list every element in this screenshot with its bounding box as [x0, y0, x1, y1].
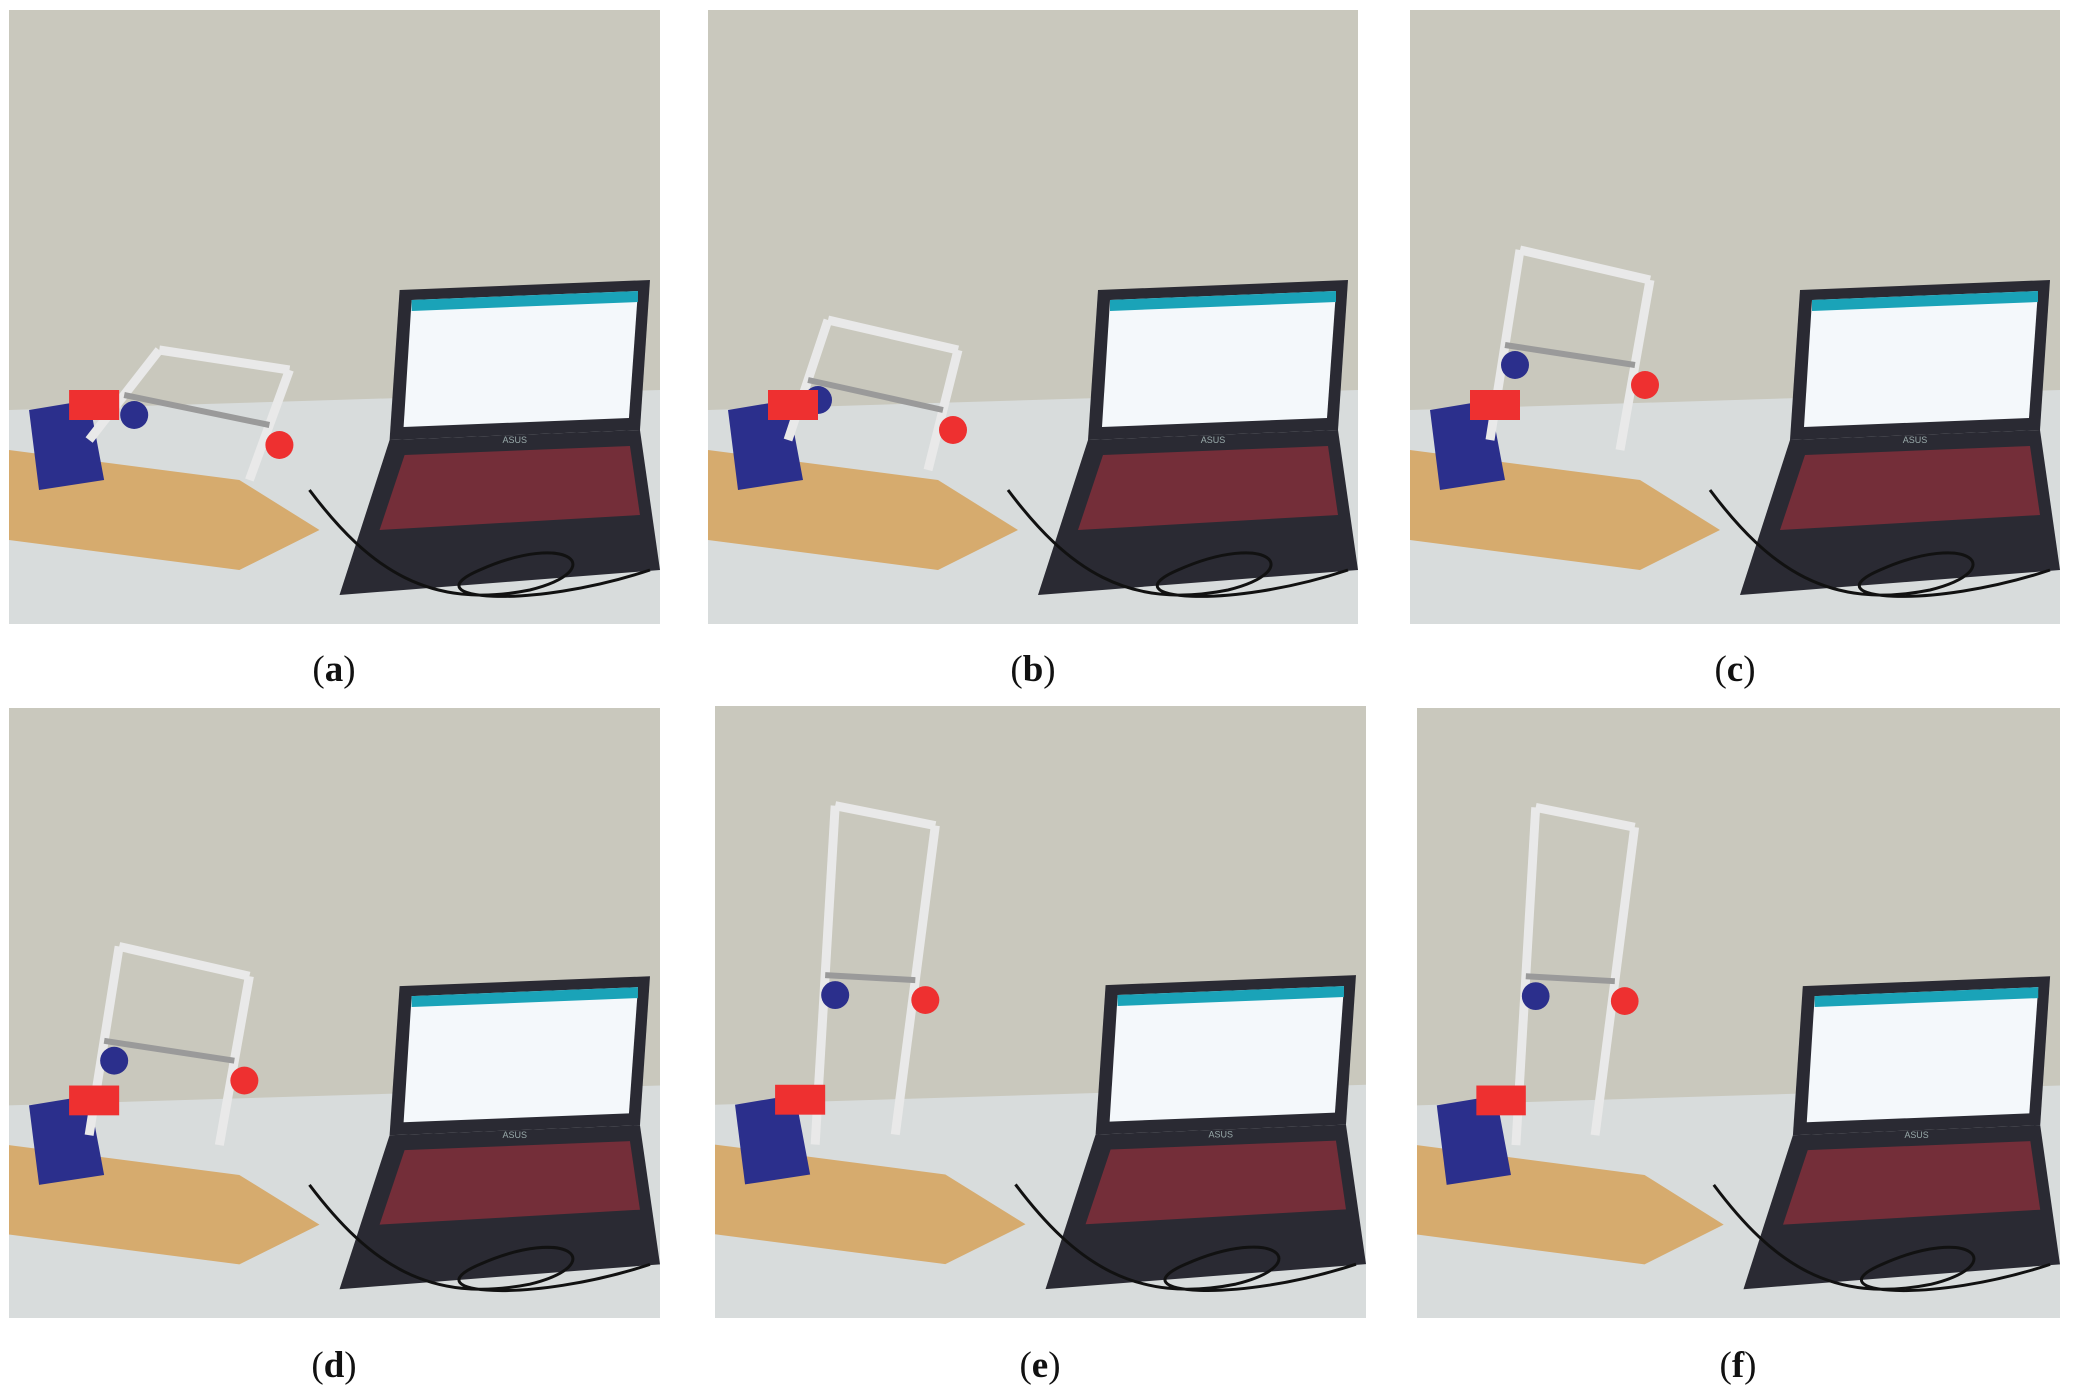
laptop-keyboard [1078, 446, 1338, 530]
photo-c: ASUS [1410, 10, 2060, 624]
blue-joint [100, 1046, 129, 1075]
blue-joint [120, 401, 149, 429]
photo-d: ASUS [9, 708, 660, 1318]
red-bracket [69, 1085, 120, 1116]
caption-f: (f) [1719, 1345, 1757, 1386]
caption-c: (c) [1714, 649, 1756, 690]
laptop-logo: ASUS [1201, 435, 1226, 445]
laptop-screen-header [1110, 291, 1336, 311]
laptop-screen [1806, 987, 2039, 1123]
laptop-screen-header [411, 987, 638, 1008]
laptop-keyboard [1780, 446, 2040, 530]
laptop: ASUS [1038, 280, 1358, 595]
photo-e: ASUS [715, 706, 1366, 1318]
laptop: ASUS [1045, 975, 1366, 1290]
arm-mid-rod [825, 972, 916, 984]
caption-a: (a) [312, 649, 356, 690]
photo-b: ASUS [708, 10, 1358, 624]
exoskeleton-arm [768, 315, 967, 472]
blue-mount [1430, 400, 1505, 490]
red-bracket [69, 390, 120, 420]
usb-cable [1014, 1183, 1357, 1292]
usb-cable [308, 1183, 651, 1293]
laptop-screen-header [1812, 291, 2038, 311]
red-bracket [768, 390, 818, 420]
caption-e: (e) [1019, 1345, 1061, 1386]
laptop-screen-header [411, 291, 638, 311]
blue-mount [1436, 1095, 1511, 1185]
laptop-logo: ASUS [1904, 1130, 1928, 1140]
photo-illustration: ASUS [715, 706, 1366, 1318]
usb-cable [1006, 489, 1349, 598]
red-joint [230, 1066, 259, 1095]
laptop-logo: ASUS [1209, 1130, 1234, 1140]
laptop-screen [403, 291, 638, 427]
blue-joint [1521, 982, 1550, 1011]
exoskeleton-arm [69, 345, 294, 482]
laptop: ASUS [339, 280, 660, 595]
exoskeleton-arm [1476, 802, 1640, 1146]
red-bracket [775, 1084, 826, 1115]
red-joint [939, 416, 967, 444]
usb-cable [308, 489, 651, 598]
caption-d: (d) [311, 1345, 357, 1386]
arm-mid-rod [807, 377, 944, 413]
arm-mid-rod [103, 1037, 235, 1064]
laptop-logo: ASUS [503, 1130, 528, 1140]
blue-joint [1501, 351, 1529, 379]
exoskeleton-arm [1470, 245, 1659, 451]
red-joint [265, 431, 294, 459]
blue-mount [728, 400, 803, 490]
laptop-screen-header [1814, 987, 2039, 1008]
red-joint [1610, 987, 1639, 1015]
arm-rod-right [1590, 826, 1640, 1136]
red-joint [911, 986, 940, 1014]
photo-illustration: ASUS [1417, 708, 2060, 1318]
arm-cross-rod [826, 315, 960, 355]
laptop-keyboard [379, 446, 640, 530]
photo-a: ASUS [9, 10, 660, 624]
laptop-screen-header [1117, 986, 1344, 1007]
photo-illustration: ASUS [708, 10, 1358, 624]
photo-illustration: ASUS [9, 10, 660, 624]
photo-illustration: ASUS [9, 708, 660, 1318]
laptop-logo: ASUS [503, 435, 528, 445]
laptop-keyboard [1783, 1141, 2041, 1225]
laptop-screen [1804, 291, 2038, 427]
red-bracket [1470, 390, 1520, 420]
caption-b: (b) [1010, 649, 1056, 690]
arm-cross-rod [1518, 245, 1652, 285]
blue-mount [735, 1094, 811, 1185]
laptop-screen [1109, 986, 1344, 1122]
exoskeleton-arm [775, 801, 940, 1145]
red-joint [1631, 371, 1659, 399]
photo-illustration: ASUS [1410, 10, 2060, 624]
laptop-screen [1102, 291, 1336, 427]
exoskeleton-arm [69, 942, 259, 1146]
photo-f: ASUS [1417, 708, 2060, 1318]
arm-cross-rod [158, 345, 291, 375]
blue-joint [821, 981, 850, 1010]
arm-mid-rod [123, 392, 271, 428]
usb-cable [1708, 489, 2051, 598]
arm-cross-rod [834, 801, 937, 831]
arm-mid-rod [1525, 973, 1616, 985]
laptop-keyboard [1085, 1140, 1346, 1225]
blue-mount [29, 1095, 105, 1185]
red-bracket [1476, 1085, 1526, 1116]
arm-mid-rod [1504, 342, 1636, 368]
usb-cable [1712, 1183, 2051, 1293]
laptop-screen [403, 987, 638, 1123]
blue-mount [29, 400, 105, 490]
laptop: ASUS [339, 976, 660, 1290]
laptop: ASUS [1740, 280, 2060, 595]
laptop-logo: ASUS [1903, 435, 1928, 445]
arm-cross-rod [118, 942, 251, 981]
laptop-keyboard [379, 1141, 640, 1225]
laptop: ASUS [1743, 976, 2060, 1290]
arm-cross-rod [1534, 802, 1636, 832]
